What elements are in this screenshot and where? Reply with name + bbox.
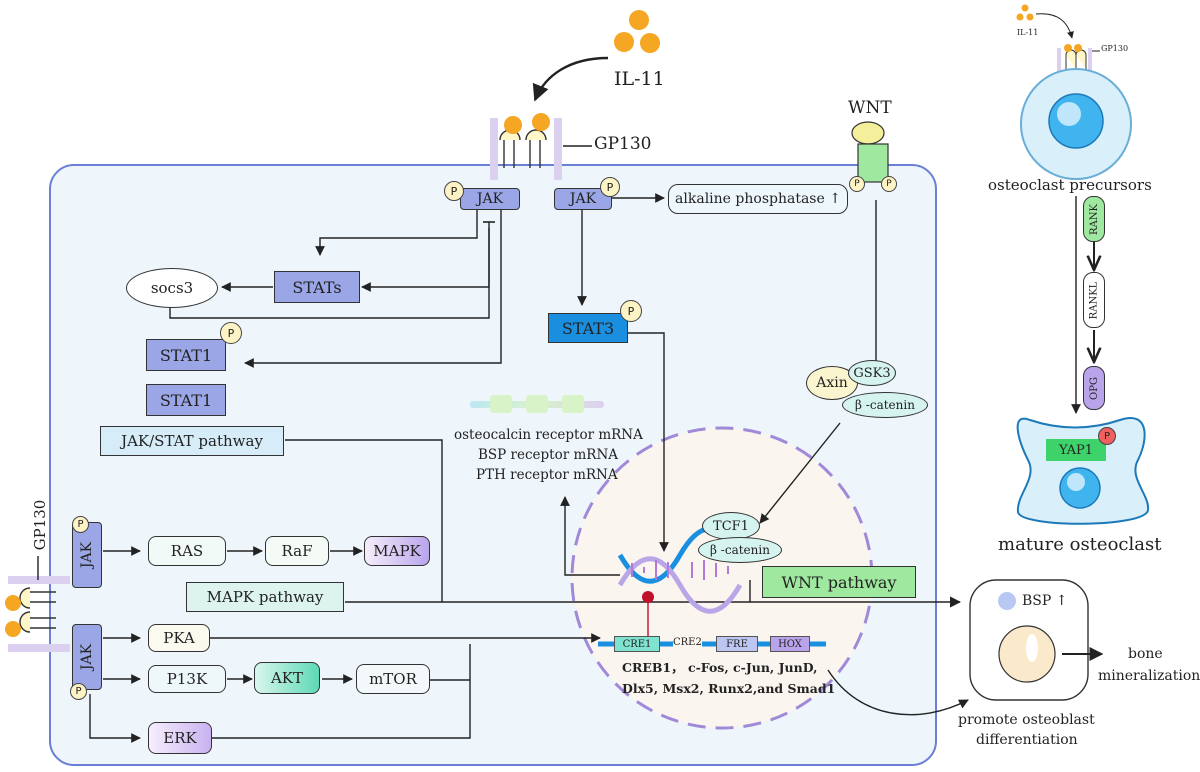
gp130-side-label: GP130: [31, 499, 49, 551]
curved-arrow-icon: [532, 56, 609, 102]
stats-box: STATs: [274, 271, 360, 303]
mrna-line-1: osteocalcin receptor mRNA: [454, 427, 643, 443]
jak-box-left: JAK: [460, 188, 520, 210]
jak-stat-pathway-box: JAK/STAT pathway: [100, 426, 284, 456]
p-badge: P: [849, 176, 865, 192]
rank-box: RANK: [1083, 196, 1105, 242]
p-badge: P: [620, 300, 642, 322]
element-fre: FRE: [716, 636, 758, 652]
yap1-box: YAP1: [1046, 439, 1106, 461]
beta-catenin-nuclear-oval: β -catenin: [698, 537, 782, 563]
mature-osteoclast-label: mature osteoclast: [998, 534, 1162, 555]
p-badge: P: [600, 177, 620, 197]
p-badge: P: [881, 176, 897, 192]
ras-box: RAS: [148, 536, 226, 566]
pka-box: PKA: [148, 624, 210, 652]
p-badge: P: [72, 516, 89, 533]
receptor-icon: [490, 113, 592, 180]
tcf1-oval: TCF1: [702, 512, 760, 540]
erk-box: ERK: [148, 722, 212, 754]
stat3-box: STAT3: [548, 313, 628, 343]
il11-label: IL-11: [614, 68, 665, 90]
element-hox: HOX: [770, 636, 810, 652]
gsk3-oval: GSK3: [848, 360, 896, 386]
p-badge: P: [70, 683, 87, 700]
wnt-label: WNT: [848, 98, 892, 118]
jak-vertical-bottom: JAK: [72, 624, 102, 690]
tf-line-2: Dlx5, Msx2, Runx2,and Smad1: [622, 681, 836, 696]
mapk-pathway-box: MAPK pathway: [186, 582, 344, 612]
bone-label: bone: [1128, 646, 1163, 662]
jak-box-right: JAK: [554, 188, 612, 210]
mineralization-label: mineralization: [1098, 668, 1200, 684]
mtor-box: mTOR: [356, 664, 430, 694]
beta-catenin-oval: β -catenin: [842, 392, 928, 418]
differentiation-label: differentiation: [976, 732, 1078, 748]
mapk-box: MAPK: [364, 536, 430, 566]
element-cre1: CRE1: [614, 636, 660, 652]
mrna-line-3: PTH receptor mRNA: [476, 467, 618, 483]
axin-oval: Axin: [806, 366, 858, 400]
p-badge: P: [444, 181, 464, 201]
stat1-box-phospho: STAT1: [146, 339, 226, 371]
mrna-line-2: BSP receptor mRNA: [478, 447, 619, 463]
il11-small-label: IL-11: [1017, 28, 1039, 37]
osteoclast-precursors-label: osteoclast precursors: [988, 176, 1152, 194]
receptor-icon-side: [5, 556, 70, 652]
mrna-strand-icon: [470, 395, 604, 413]
gp130-top-label: GP130: [594, 134, 652, 154]
alkaline-phosphatase-box: alkaline phosphatase ↑: [668, 184, 848, 214]
jak-vertical-top: JAK: [72, 522, 102, 588]
tf-line-1: CREB1， c-Fos, c-Jun, JunD,: [622, 660, 818, 675]
wnt-pathway-box: WNT pathway: [762, 566, 916, 598]
opg-box: OPG: [1083, 366, 1105, 410]
p13k-box: P13K: [148, 665, 226, 693]
p-badge-red: P: [1098, 427, 1116, 445]
element-cre2: CRE2: [673, 637, 702, 648]
bsp-label: BSP ↑: [1022, 593, 1068, 609]
promote-label: promote osteoblast: [958, 712, 1095, 728]
socs3-oval: socs3: [126, 268, 218, 308]
gp130-small-label: GP130: [1101, 44, 1129, 53]
stat1-box: STAT1: [146, 384, 226, 416]
ligand-dots-icon-small: [1016, 4, 1034, 21]
wnt-receptor-icon: [851, 121, 889, 183]
p-badge: P: [220, 322, 242, 344]
akt-box: AKT: [254, 662, 320, 694]
rankl-box: RANKL: [1083, 272, 1105, 328]
ligand-dots-icon: [614, 10, 660, 53]
raf-box: RaF: [265, 536, 329, 566]
